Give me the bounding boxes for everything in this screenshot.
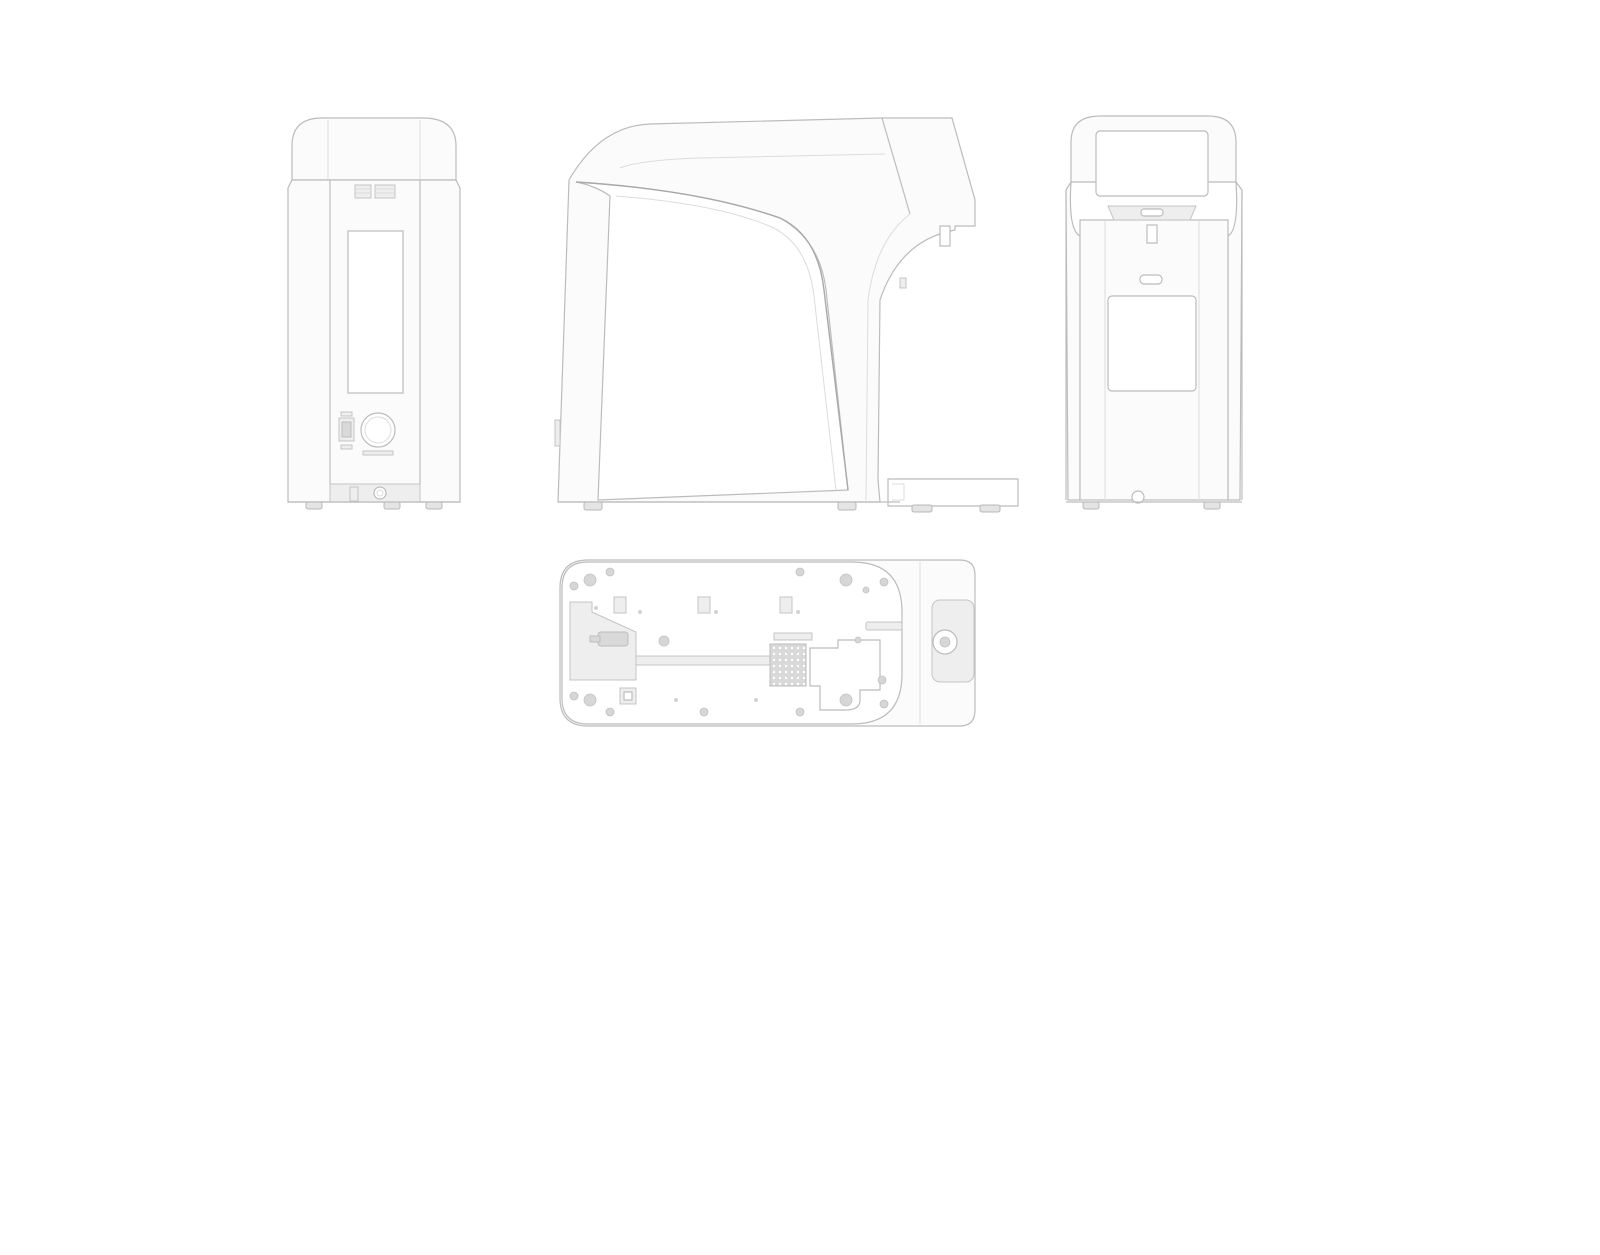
mesh-hole [778, 682, 782, 686]
bottom-view [559, 559, 976, 727]
front-drain-icon [1131, 490, 1145, 504]
front-display-screen [1095, 130, 1209, 197]
mesh-hole [796, 682, 800, 686]
mesh-hole [784, 646, 788, 650]
mesh-hole [778, 658, 782, 662]
rear-label-panel [347, 230, 404, 394]
front-view [1065, 115, 1243, 510]
mesh-hole [790, 664, 794, 668]
mesh-hole [802, 646, 806, 650]
mesh-hole [772, 676, 776, 680]
mesh-hole [772, 658, 776, 662]
mesh-hole [802, 664, 806, 668]
bottom-rail [635, 655, 771, 666]
rear-view [287, 117, 461, 510]
mesh-hole [784, 670, 788, 674]
mesh-hole [790, 676, 794, 680]
screw-hole-icon [569, 567, 889, 717]
mesh-hole [784, 682, 788, 686]
mesh-hole [796, 676, 800, 680]
mesh-hole [796, 646, 800, 650]
mesh-hole [790, 670, 794, 674]
mesh-dots [772, 646, 806, 686]
front-spout [1146, 224, 1158, 244]
mesh-hole [802, 652, 806, 656]
mesh-hole [790, 658, 794, 662]
mesh-hole [796, 670, 800, 674]
mesh-hole [796, 664, 800, 668]
mesh-hole [778, 646, 782, 650]
drip-tray [887, 478, 1019, 507]
mesh-hole [796, 652, 800, 656]
front-drip-window [1107, 295, 1197, 392]
mesh-hole [802, 670, 806, 674]
front-body [1065, 181, 1081, 501]
vent-grille-icon [354, 184, 396, 199]
mesh-hole [802, 658, 806, 662]
mesh-hole [778, 670, 782, 674]
dispenser-spout [939, 225, 951, 247]
mesh-hole [784, 676, 788, 680]
mesh-hole [802, 676, 806, 680]
mesh-hole [772, 682, 776, 686]
mesh-hole [802, 682, 806, 686]
mesh-hole [790, 682, 794, 686]
mesh-hole [772, 670, 776, 674]
mesh-hole [784, 658, 788, 662]
mesh-hole [772, 652, 776, 656]
rear-knob-icon [360, 412, 396, 448]
mesh-hole [784, 652, 788, 656]
rear-port-icon [373, 486, 387, 500]
mesh-hole [778, 652, 782, 656]
mesh-hole [796, 658, 800, 662]
mesh-hole [778, 676, 782, 680]
mesh-hole [772, 646, 776, 650]
side-view [554, 117, 1019, 513]
bottom-bracket [809, 639, 881, 711]
rear-top-cap [291, 117, 457, 181]
bottom-mesh-block [769, 643, 807, 687]
mesh-hole [790, 646, 794, 650]
mesh-hole [778, 664, 782, 668]
mesh-hole [790, 652, 794, 656]
mesh-hole [784, 664, 788, 668]
mesh-hole [772, 664, 776, 668]
